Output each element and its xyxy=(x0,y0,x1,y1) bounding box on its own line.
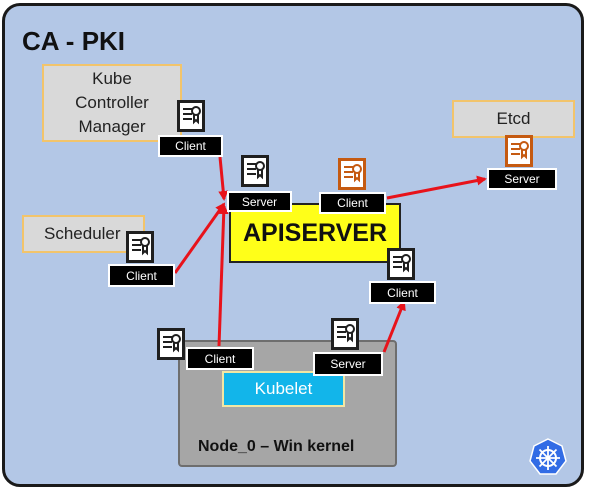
node-label: Node_0 – Win kernel xyxy=(198,438,355,455)
kubelet-server-certificate-icon xyxy=(331,318,359,350)
api-server-certificate-icon xyxy=(241,155,269,187)
scheduler-certificate-icon xyxy=(126,231,154,263)
kubelet-box: Kubelet xyxy=(222,371,345,407)
etcd-box: Etcd xyxy=(452,100,575,138)
scheduler-client-tag: Client xyxy=(108,264,175,287)
api-etcd-client-certificate-icon xyxy=(338,158,366,190)
apiserver-server-tag: Server xyxy=(227,191,292,212)
apiserver-etcd-client-tag: Client xyxy=(319,192,386,214)
kube-controller-manager-box: Kube Controller Manager xyxy=(42,64,182,142)
apiserver-kubelet-client-tag: Client xyxy=(369,281,436,304)
apiserver-to-etcd-arrow xyxy=(386,175,487,200)
kcm-line-1: Kube xyxy=(92,69,132,89)
etcd-server-tag: Server xyxy=(487,168,557,190)
kcm-line-3: Manager xyxy=(78,116,146,136)
kubernetes-helm-icon xyxy=(529,438,567,475)
kubelet-server-tag: Server xyxy=(313,352,383,376)
etcd-certificate-icon xyxy=(505,135,533,167)
kcm-to-apiserver-arrow xyxy=(218,156,229,201)
scheduler-to-apiserver-arrow xyxy=(173,202,226,274)
kcm-certificate-icon xyxy=(177,100,205,132)
kcm-client-tag: Client xyxy=(158,135,223,157)
apiserver-to-kubelet-arrow xyxy=(382,300,406,353)
diagram-title: CA - PKI xyxy=(22,26,126,56)
kubelet-client-tag: Client xyxy=(186,347,254,370)
kubelet-to-apiserver-arrow xyxy=(217,204,229,347)
kcm-line-2: Controller xyxy=(75,93,149,113)
api-kubelet-client-certificate-icon xyxy=(387,248,415,280)
kubelet-client-certificate-icon xyxy=(157,328,185,360)
